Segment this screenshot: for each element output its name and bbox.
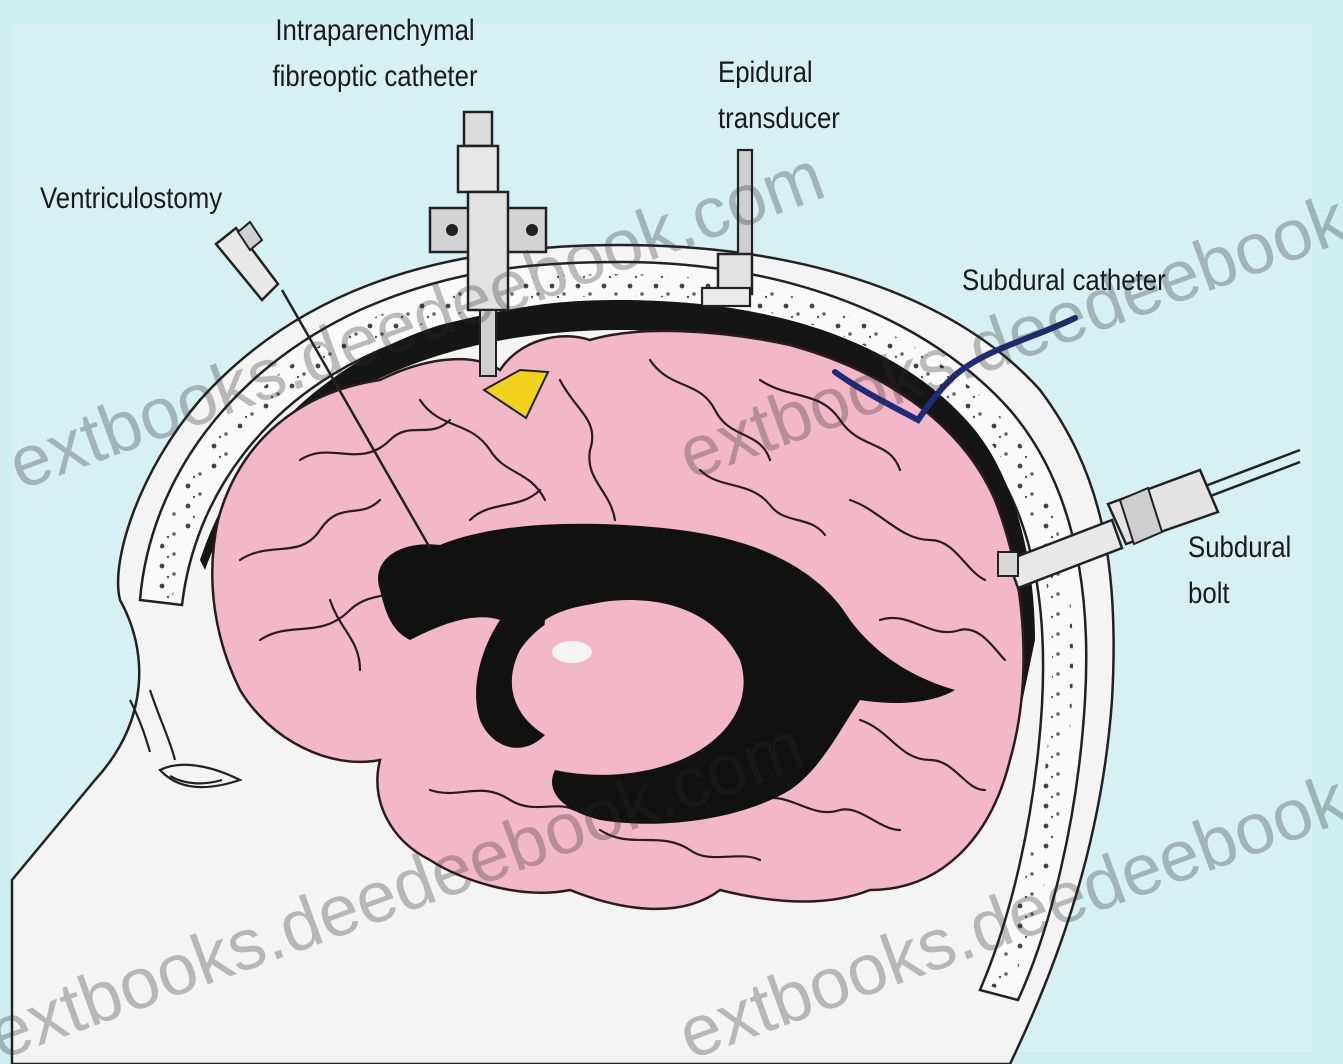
label-subdural-bolt-line2: bolt (1188, 571, 1291, 617)
label-epidural-line2: transducer (718, 96, 840, 142)
label-subdural-catheter: Subdural catheter (962, 258, 1166, 304)
label-subdural-bolt: Subdural bolt (1188, 525, 1291, 617)
label-intraparenchymal-line2: fibreoptic catheter (225, 54, 526, 100)
label-ventriculostomy: Ventriculostomy (40, 176, 222, 222)
label-epidural-line1: Epidural (718, 50, 840, 96)
label-intraparenchymal: Intraparenchymal fibreoptic catheter (225, 8, 526, 100)
label-epidural: Epidural transducer (718, 50, 840, 142)
label-intraparenchymal-line1: Intraparenchymal (225, 8, 526, 54)
label-subdural-bolt-line1: Subdural (1188, 525, 1291, 571)
foramen (552, 641, 592, 663)
